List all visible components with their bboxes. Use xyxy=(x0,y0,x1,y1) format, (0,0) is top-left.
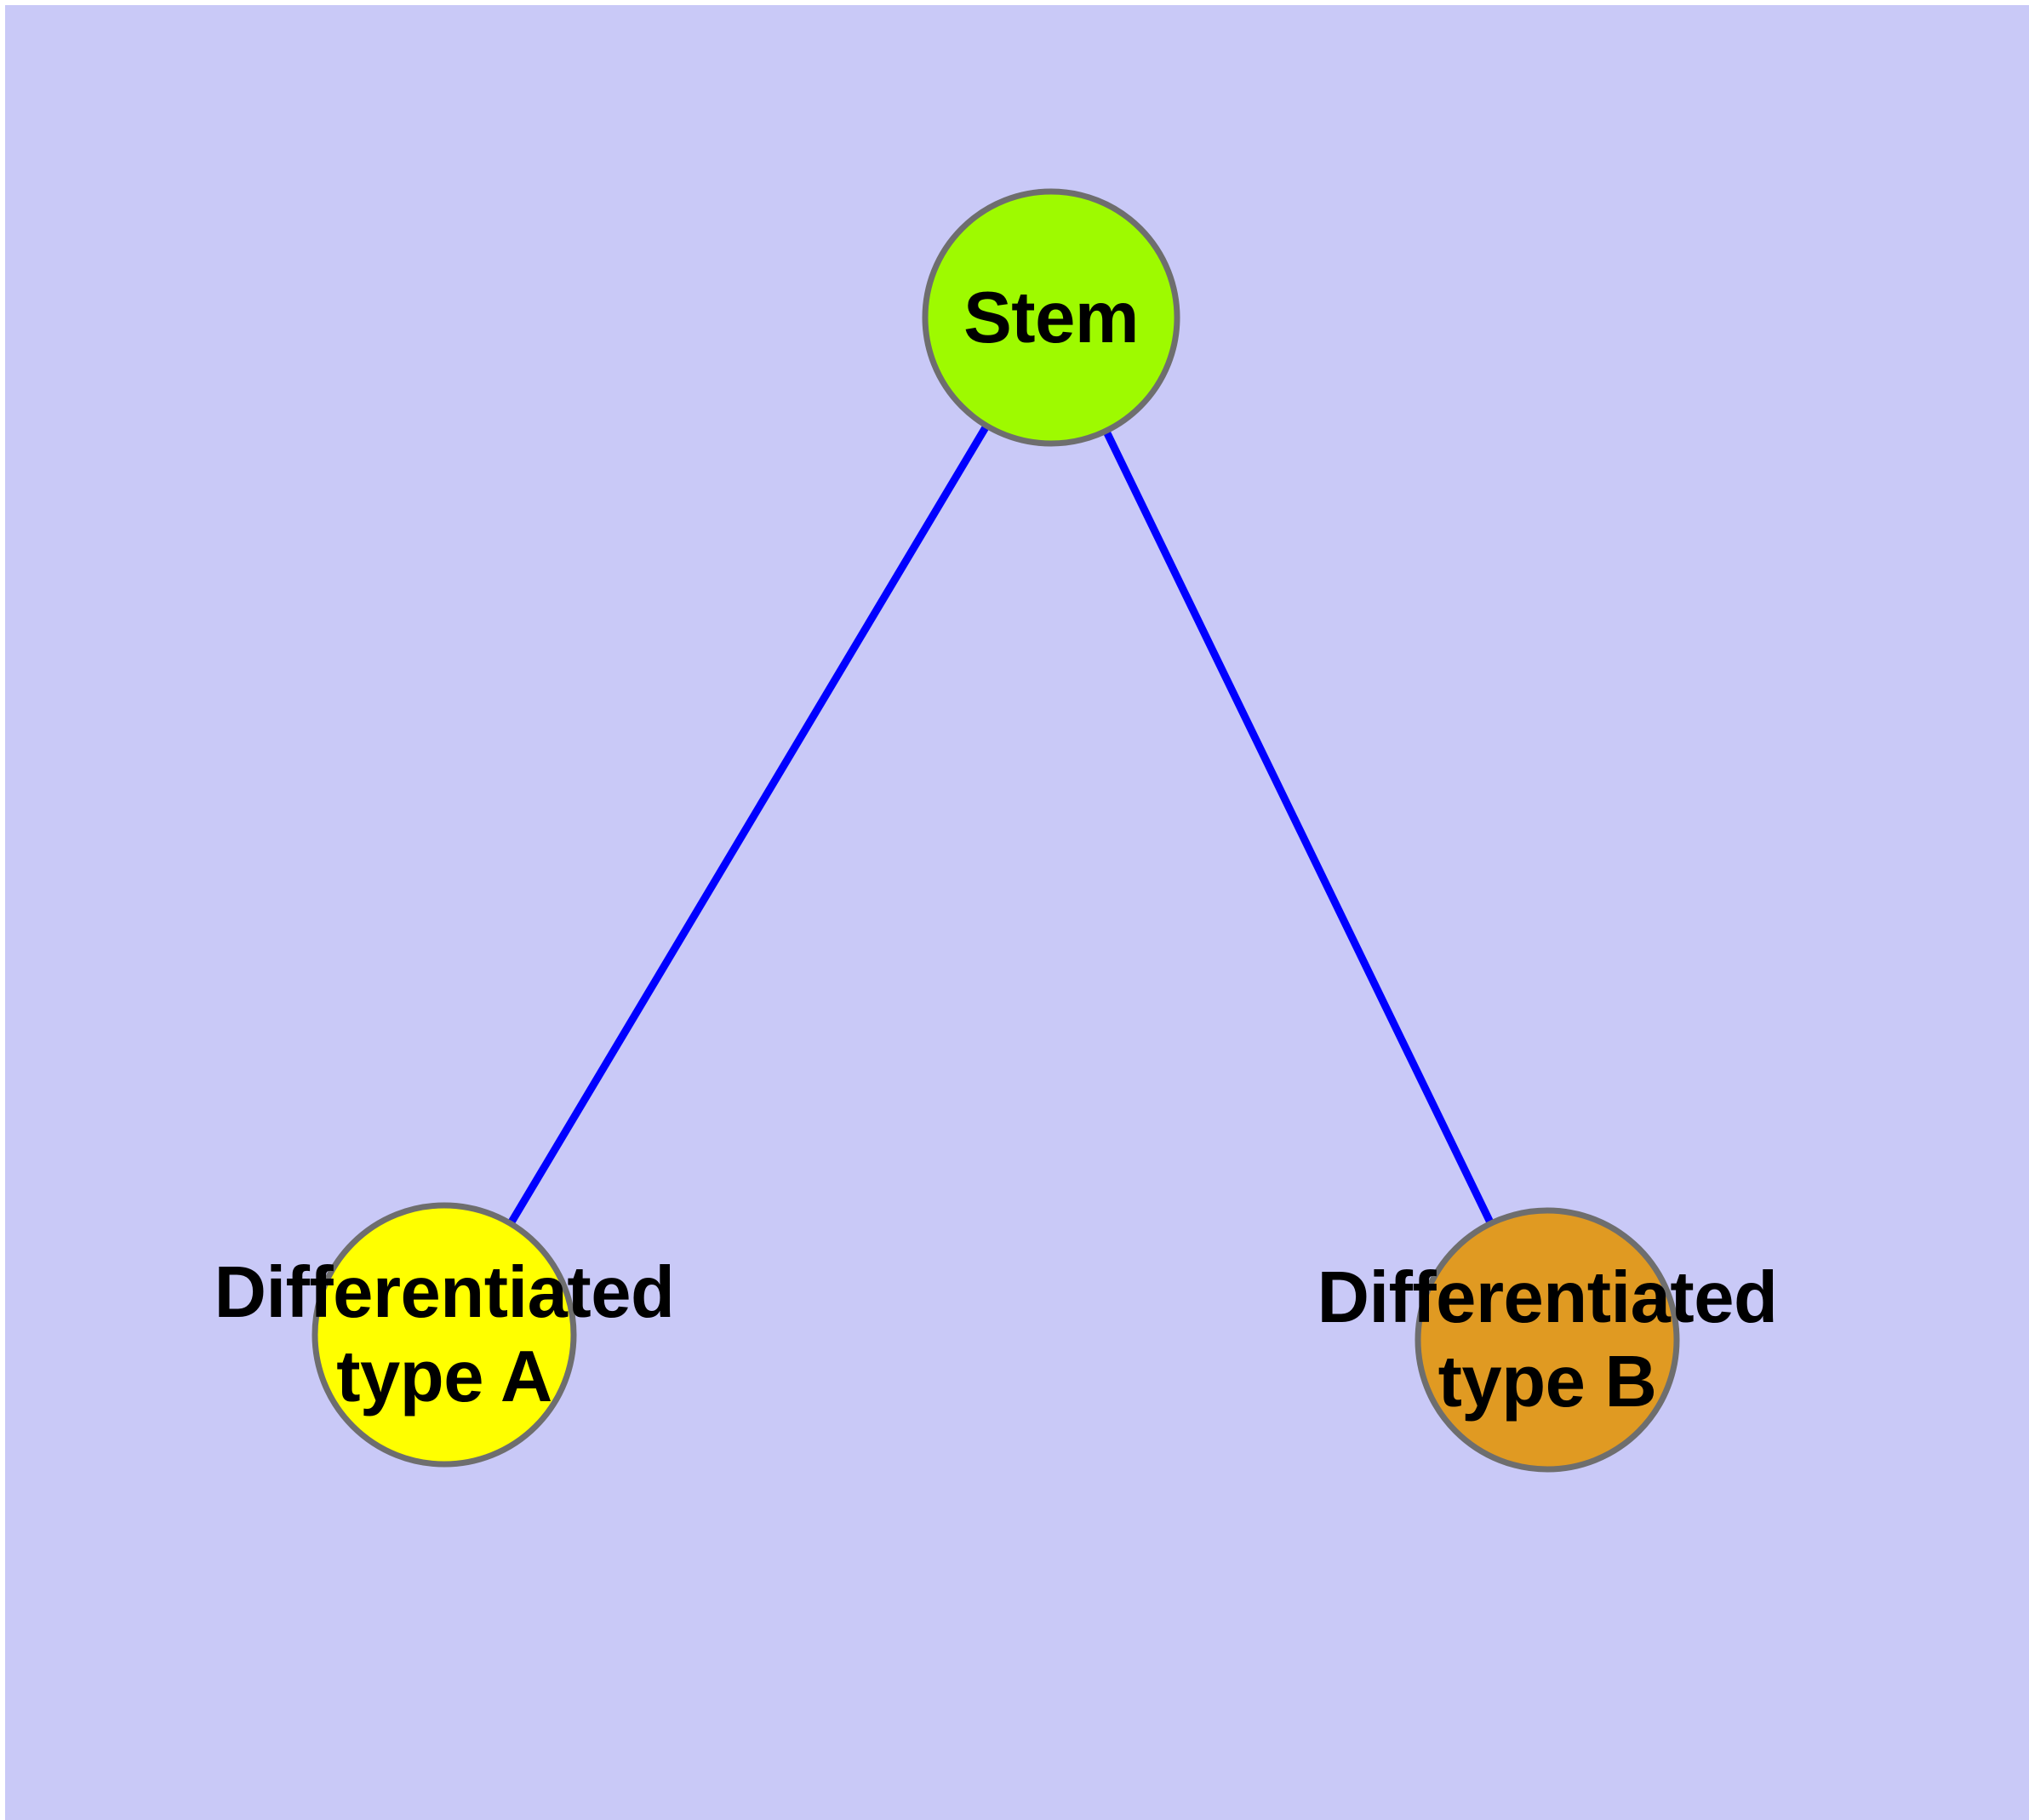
node-circle-diff-a[interactable] xyxy=(311,1202,577,1468)
edge-stem-to-diff-b xyxy=(1102,429,1495,1226)
edge-layer xyxy=(507,423,1495,1226)
edge-stem-to-diff-a xyxy=(507,423,991,1226)
node-circle-stem[interactable] xyxy=(922,188,1180,447)
node-circle-diff-b[interactable] xyxy=(1415,1207,1680,1473)
node-layer xyxy=(311,188,1680,1473)
